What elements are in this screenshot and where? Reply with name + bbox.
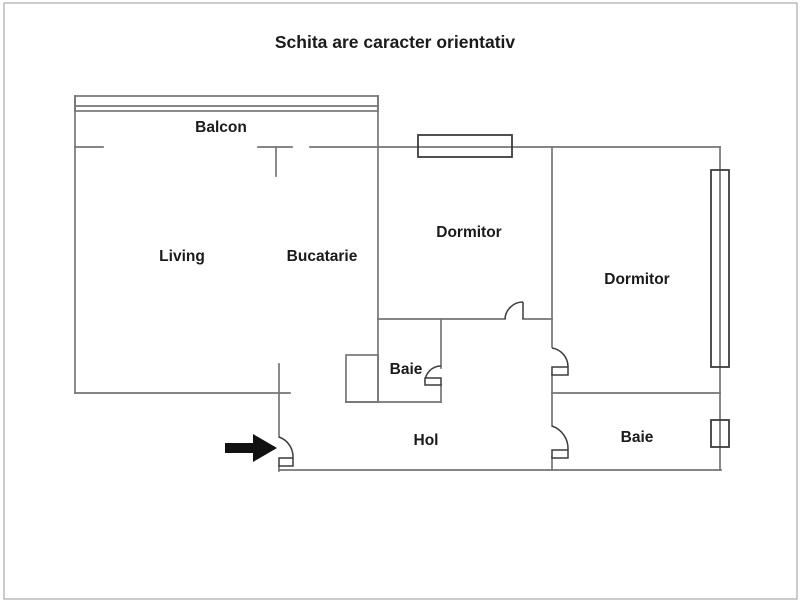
- room-label-hol: Hol: [414, 432, 439, 449]
- room-label-living: Living: [159, 248, 205, 265]
- window-right-tall: [710, 169, 730, 368]
- windows: [417, 134, 730, 448]
- entrance-arrow-icon: [225, 434, 277, 462]
- door-entrance: [278, 436, 294, 467]
- walls: [74, 95, 722, 472]
- door-dormitor-1: [504, 301, 524, 320]
- room-label-baie-2: Baie: [621, 429, 654, 446]
- page-title: Schita are caracter orientativ: [275, 32, 516, 52]
- door-baie-2: [551, 425, 569, 459]
- room-label-baie-1: Baie: [390, 361, 423, 378]
- window-right-small: [710, 419, 730, 448]
- room-label-bucatarie: Bucatarie: [287, 248, 358, 265]
- room-label-dormitor-2: Dormitor: [604, 271, 669, 288]
- room-label-balcon: Balcon: [195, 119, 247, 136]
- room-label-dormitor-1: Dormitor: [436, 224, 501, 241]
- shaft-box: [345, 354, 379, 403]
- window-top: [417, 134, 513, 158]
- door-dormitor-2: [551, 347, 569, 376]
- doors: [278, 301, 569, 467]
- door-baie-1: [424, 365, 442, 386]
- image-border: [3, 2, 798, 600]
- balcony-railing: [74, 95, 379, 112]
